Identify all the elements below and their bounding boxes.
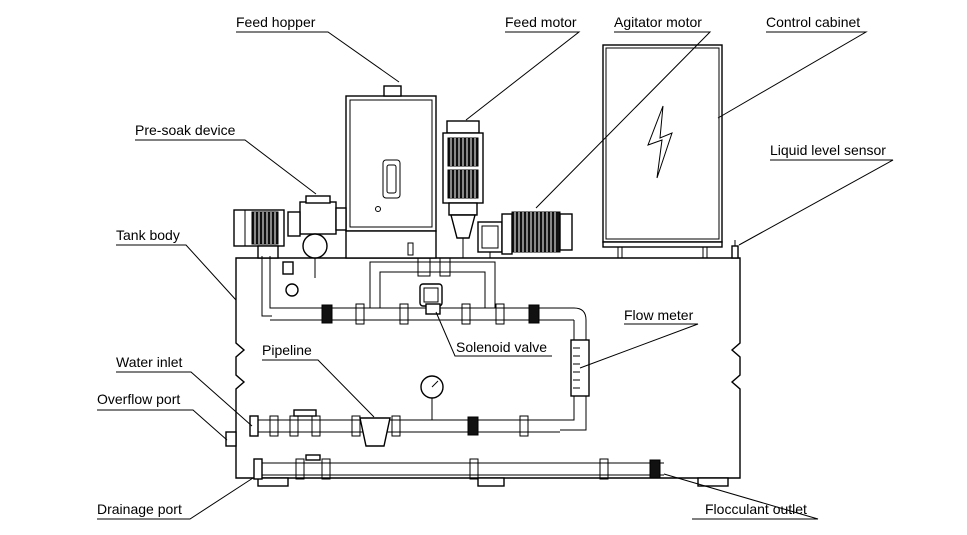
label-agitator-motor: Agitator motor	[614, 14, 702, 30]
label-control-cabinet: Control cabinet	[766, 14, 860, 30]
label-flocculant-outlet: Flocculant outlet	[705, 501, 807, 517]
lower-pipeline	[249, 375, 560, 447]
label-feed-motor: Feed motor	[505, 14, 577, 30]
label-pre-soak-device: Pre-soak device	[135, 122, 236, 138]
label-overflow-port: Overflow port	[97, 391, 180, 407]
label-water-inlet: Water inlet	[116, 354, 183, 370]
liquid-level-sensor	[731, 240, 739, 259]
label-tank-body: Tank body	[116, 227, 180, 243]
label-drainage-port: Drainage port	[97, 501, 182, 517]
bottom-pipeline	[253, 454, 664, 480]
agitator-motor	[477, 211, 573, 258]
overflow-port	[225, 431, 237, 447]
pre-soak-device	[287, 195, 347, 278]
label-feed-hopper: Feed hopper	[236, 14, 316, 30]
solenoid-valve	[419, 283, 443, 315]
leader-lines	[97, 31, 894, 520]
control-cabinet	[602, 44, 723, 259]
tank-feet	[257, 477, 729, 487]
label-pipeline: Pipeline	[262, 342, 312, 358]
label-liquid-level-sensor: Liquid level sensor	[770, 142, 886, 158]
label-flow-meter: Flow meter	[624, 307, 694, 323]
tank-body	[235, 257, 741, 479]
feed-motor	[442, 120, 484, 258]
label-solenoid-valve: Solenoid valve	[456, 339, 547, 355]
feed-hopper	[345, 85, 437, 259]
pre-soak-motor	[233, 209, 285, 259]
upper-pipeline	[261, 256, 587, 340]
lightning-bolt-icon	[647, 105, 673, 179]
